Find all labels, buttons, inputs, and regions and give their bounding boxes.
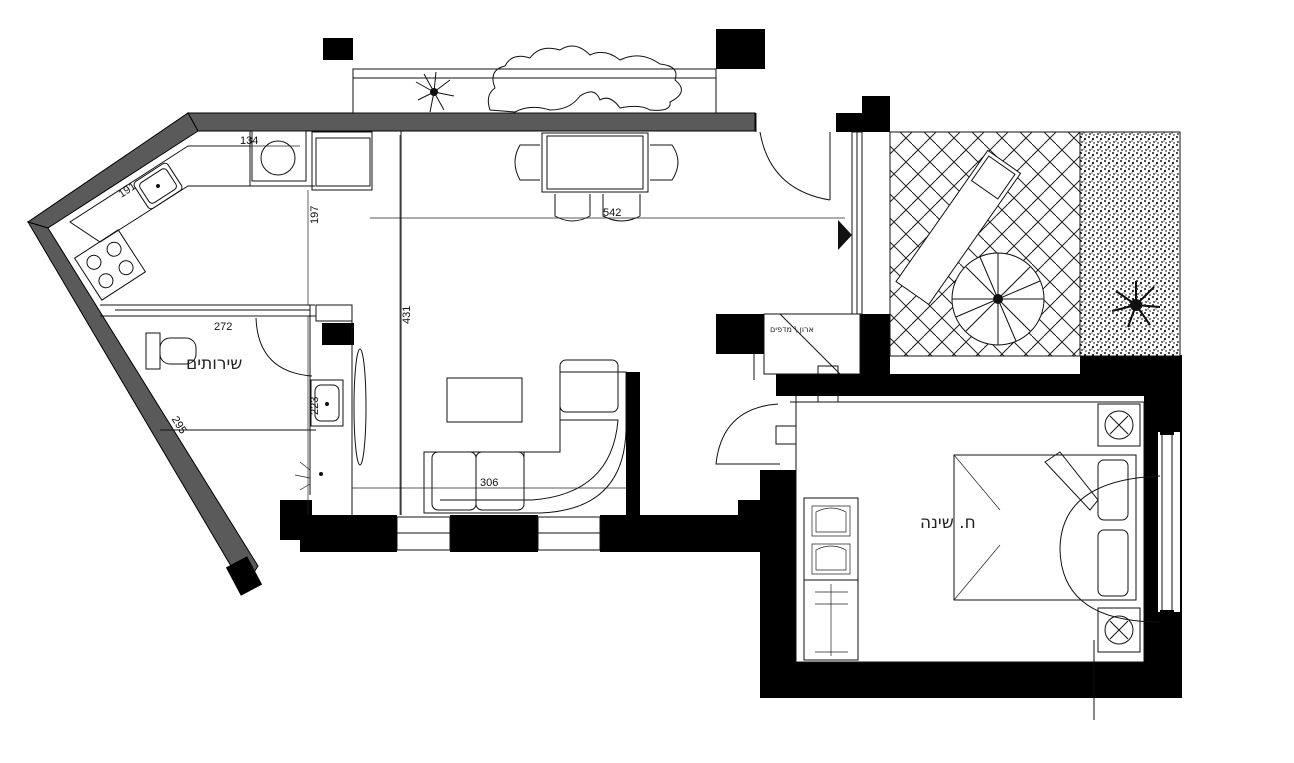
mirror-icon <box>353 348 367 466</box>
bedroom-wall-left <box>760 470 796 698</box>
coffee-table <box>446 377 523 423</box>
wall-corridor-top <box>776 374 1180 396</box>
labels: 134 191 197 272 223 295 431 542 306 שירו… <box>116 135 975 533</box>
bedroom-window-jamb-2 <box>1160 610 1174 620</box>
room-label-service: שירותים <box>186 354 242 374</box>
bottom-wall-2 <box>450 515 538 552</box>
diagonal-wall-left <box>26 221 259 589</box>
washbasin <box>310 379 344 427</box>
partition-living-bedroom <box>626 372 640 515</box>
wardrobe <box>803 497 859 661</box>
pillar-top-right <box>716 29 765 69</box>
pillar-closet-right <box>860 314 890 374</box>
bedroom-wall-bottom <box>760 662 1182 698</box>
service-pillar <box>322 323 354 345</box>
kitchen-sink <box>133 162 183 210</box>
bedroom <box>795 401 1161 720</box>
dim-223: 223 <box>309 397 321 415</box>
pillar-door-top <box>836 113 862 132</box>
balcony <box>352 45 717 114</box>
pillar-closet <box>716 314 764 354</box>
kitchen-counter <box>69 145 315 243</box>
dim-197: 197 <box>309 206 321 224</box>
dining-table <box>541 132 649 193</box>
chair-bottom-1 <box>554 194 591 222</box>
top-wall <box>187 112 756 132</box>
corridor-wall-right <box>1080 355 1182 375</box>
bedroom-inner-outline <box>795 401 1145 663</box>
nightstand-lamp-bottom <box>1097 607 1141 653</box>
service-door-swing <box>255 317 313 377</box>
stove-icon <box>73 229 147 301</box>
chair-left <box>514 144 540 181</box>
chair-bottom-2 <box>602 194 641 222</box>
nightstand-lamp-top <box>1097 403 1141 447</box>
balcony-railing <box>352 68 717 114</box>
bottom-wall-3 <box>600 515 780 552</box>
dim-272: 272 <box>214 321 232 333</box>
dim-431: 431 <box>401 306 413 324</box>
closet-label: ארון \ מדפים <box>770 325 814 334</box>
planter-bushes <box>487 45 682 113</box>
shrub-icon <box>1111 281 1161 328</box>
sun-lounger <box>895 149 1022 306</box>
pillar-door-top-2 <box>862 96 890 132</box>
umbrella-plant-icon <box>951 252 1045 346</box>
wall-corner-sw <box>225 556 263 596</box>
entrance-door <box>755 113 863 315</box>
service-room <box>100 304 367 515</box>
sectional-sofa <box>423 359 627 514</box>
bottom-wall-1 <box>300 515 397 552</box>
room-label-bedroom: ח. שינה <box>920 513 976 533</box>
dim-306: 306 <box>480 477 498 489</box>
dim-134: 134 <box>240 135 258 147</box>
kitchen <box>69 130 373 311</box>
bed <box>953 451 1137 601</box>
living-room <box>400 131 627 515</box>
patio <box>889 131 1181 357</box>
washing-machine <box>251 130 307 182</box>
entrance-arrow-icon <box>838 220 852 250</box>
chair-right <box>650 144 679 181</box>
dim-542: 542 <box>603 207 621 219</box>
exterior-walls <box>26 29 1182 698</box>
toilet-icon <box>145 332 197 370</box>
bedroom-door <box>715 403 797 465</box>
pillar-top-left <box>323 38 353 60</box>
fridge <box>311 131 373 191</box>
bottom-wall-corner <box>280 500 312 540</box>
bedroom-window-jamb-1 <box>1160 425 1174 435</box>
palm-plant-icon <box>415 71 455 113</box>
dining-set <box>514 132 679 222</box>
dim-191: 191 <box>116 180 138 200</box>
diagonal-wall-upper <box>26 112 199 229</box>
bedroom-window-swing <box>1059 475 1161 623</box>
dimension-lines <box>160 135 845 515</box>
